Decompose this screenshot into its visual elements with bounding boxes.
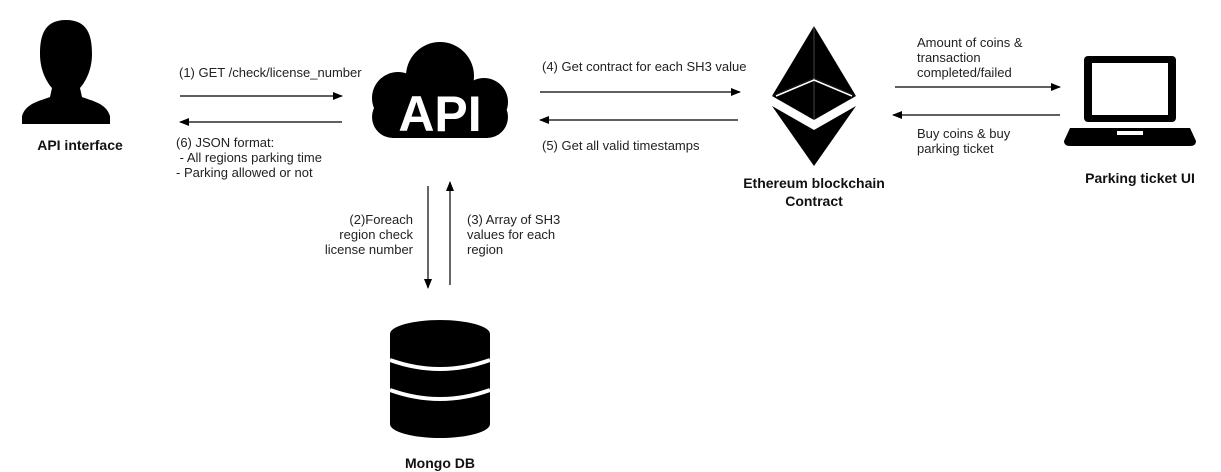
edge-label-e3: (3) Array of SH3 values for each region <box>467 212 561 257</box>
laptop-icon <box>1064 56 1196 146</box>
mongo-label: Mongo DB <box>405 455 475 471</box>
api-interface-label: API interface <box>37 137 123 153</box>
edge-label-e6: (6) JSON format: - All regions parking t… <box>176 135 322 180</box>
edge-label-e8: Buy coins & buy parking ticket <box>917 126 1011 156</box>
parking-ui-label: Parking ticket UI <box>1085 170 1195 186</box>
edge-label-e4: (4) Get contract for each SH3 value <box>542 59 747 74</box>
edge-label-e5: (5) Get all valid timestamps <box>542 138 700 153</box>
cloud-api-label: API <box>398 86 481 142</box>
cloud-api-icon: API <box>372 42 508 142</box>
ethereum-icon <box>772 26 856 166</box>
edge-label-e2: (2)Foreach region check license number <box>324 212 413 257</box>
edge-label-e1: (1) GET /check/license_number <box>179 65 362 80</box>
user-icon <box>22 20 110 124</box>
edge-label-e7: Amount of coins & transaction completed/… <box>917 35 1023 80</box>
ethereum-label: Ethereum blockchain Contract <box>743 175 885 209</box>
database-icon <box>389 320 491 438</box>
